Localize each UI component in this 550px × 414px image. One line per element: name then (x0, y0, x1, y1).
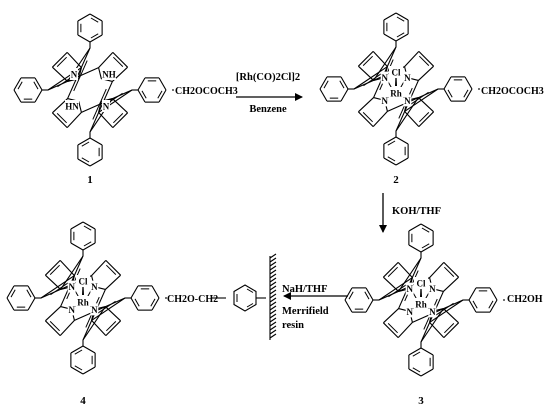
c2-n-3: N (404, 73, 411, 83)
c3-axial: Cl (417, 279, 426, 289)
compound-4-substituent: CH2O-CH2 (167, 294, 218, 305)
c4-n-3: N (91, 282, 98, 292)
c2-axial: Cl (392, 68, 401, 78)
c3-n-3: N (429, 284, 436, 294)
reagent-step-1-line-2: Benzene (249, 104, 287, 115)
reagent-step-1-line-1: [Rh(CO)2Cl]2 (236, 72, 300, 83)
compound-1-number: 1 (87, 174, 93, 186)
c1-n-b: N (103, 102, 110, 112)
compound-2-substituent: CH2OCOCH3 (481, 86, 544, 97)
c4-metal: Rh (77, 298, 89, 308)
compound-3-number: 3 (418, 395, 424, 407)
resin-benzyl-ring (233, 284, 266, 312)
c1-nh: NH (102, 70, 116, 80)
c2-n-0: N (404, 96, 411, 106)
compound-2-structure: N N N NRh Cl (319, 12, 480, 166)
c2-metal: Rh (390, 89, 402, 99)
c3-metal: Rh (415, 300, 427, 310)
c1-hn: HN (65, 102, 79, 112)
merrifield-resin-bead (269, 253, 277, 340)
reagent-step-2: KOH/THF (392, 206, 441, 217)
compound-2-number: 2 (393, 174, 399, 186)
c3-n-1: N (406, 307, 413, 317)
compound-1-structure: NH HN N N (13, 13, 174, 167)
compound-4-structure: N N N NRh Cl (6, 221, 167, 375)
c2-n-2: N (381, 73, 388, 83)
c2-n-1: N (381, 96, 388, 106)
c1-n-a: N (71, 70, 78, 80)
reagent-step-3-line-1: NaH/THF (282, 284, 328, 295)
reagent-step-3-line-3: resin (282, 320, 304, 331)
compound-3-structure: N N N NRh Cl (344, 223, 505, 377)
compound-1-substituent: CH2OCOCH3 (175, 86, 238, 97)
c4-n-2: N (68, 282, 75, 292)
c3-n-2: N (406, 284, 413, 294)
compound-3-substituent: CH2OH (507, 294, 543, 305)
reagent-step-3-line-2: Merrifield (282, 306, 329, 317)
c4-n-1: N (68, 305, 75, 315)
c4-n-0: N (91, 305, 98, 315)
compound-4-number: 4 (80, 395, 86, 407)
c4-axial: Cl (79, 277, 88, 287)
c3-n-0: N (429, 307, 436, 317)
